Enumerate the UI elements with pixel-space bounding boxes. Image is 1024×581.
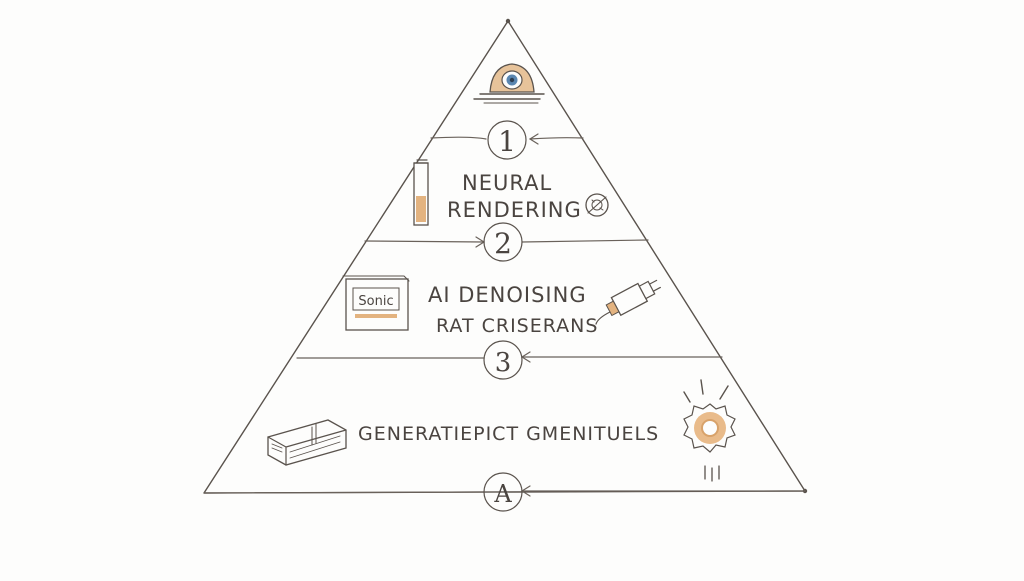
tier-3-label-line-2: RAT CRISERANS	[436, 315, 598, 337]
tier-number-1-text: 1	[498, 125, 516, 158]
eye-icon	[473, 63, 545, 104]
tier-2-label-line-1: NEURAL	[462, 171, 552, 195]
tier-number-3-text: 3	[495, 348, 512, 378]
tier-number-1: 1	[487, 120, 527, 160]
sun-icon	[683, 379, 736, 482]
book-icon: Sonic	[342, 275, 410, 331]
tier-3-label-line-1: AI DENOISING	[428, 283, 587, 307]
tier-2-label-line-2: RENDERING	[447, 198, 582, 222]
block-icon	[267, 419, 347, 466]
tier-4-label-line-1: GENERATIEPICT GMENITUELS	[358, 423, 659, 445]
tier-number-4: A	[483, 472, 523, 512]
pyramid-outline	[203, 18, 808, 494]
book-label: Sonic	[358, 294, 393, 309]
tier-number-3: 3	[483, 340, 523, 380]
plug-icon	[595, 279, 661, 325]
tier-dividers	[203, 136, 806, 494]
tier-number-4-text: A	[493, 480, 512, 508]
tier-number-2-text: 2	[494, 227, 512, 260]
tier-number-2: 2	[483, 222, 523, 262]
tube-icon	[413, 159, 429, 226]
gear-icon	[585, 193, 609, 217]
